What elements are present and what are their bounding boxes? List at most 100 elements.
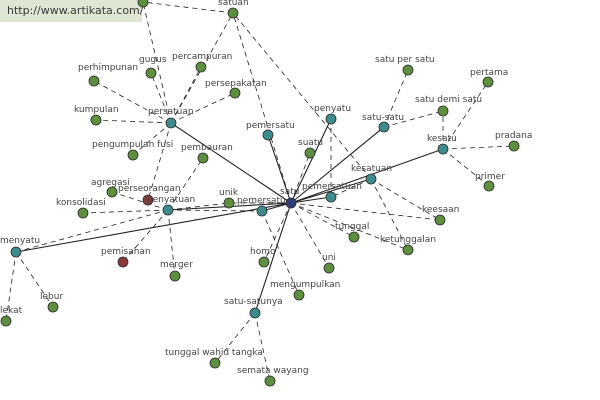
node-label-unik: unik [219,188,239,198]
node-satu-demi-satu[interactable] [437,105,449,117]
node-pertama[interactable] [482,76,494,88]
node-label-satu-satu: satu-satu [362,113,404,123]
node-kesatu[interactable] [437,143,449,155]
edge-satu-uni [290,202,330,269]
node-label-kesatu: kesatu [427,134,457,144]
node-label-perhimpunan: perhimpunan [78,63,138,73]
edge-satu-satu_satunya [254,202,292,314]
node-satu-satunya[interactable] [249,307,261,319]
node-label-lekat: lekat [0,306,23,316]
node-agregasi[interactable] [106,186,118,198]
node-label-satu-satunya: satu-satunya [224,297,283,307]
node-label-pembauran: pembauran [181,143,233,153]
node-label-persatuan: persatuan [148,107,194,117]
node-konsolidasi[interactable] [77,207,89,219]
edge-menyatu-lebur [15,251,54,308]
node-unik[interactable] [223,197,235,209]
node-percampuran[interactable] [195,61,207,73]
node-semata-wayang[interactable] [264,375,276,387]
node-label-konsolidasi: konsolidasi [56,198,106,208]
edge-persatuan-pengumpulan_fusi [132,122,172,156]
node-label-agregasi: agregasi [91,178,130,188]
node-lebur[interactable] [47,301,59,313]
node-tunggal[interactable] [348,231,360,243]
node-label-penyatu: penyatu [314,104,351,114]
node-label-suatu: suatu [298,138,323,148]
node-pemersatu-mid[interactable] [256,205,268,217]
node-pemisahan[interactable] [117,256,129,268]
node-label-pemersatu-mid: pemersatu [237,196,286,206]
node-label-mengumpulkan: mengumpulkan [270,280,340,290]
node-pemersatu-top[interactable] [262,129,274,141]
node-pradana[interactable] [508,140,520,152]
edge-satu_satu-satu_demi_satu [383,110,444,128]
node-ketunggalan[interactable] [402,244,414,256]
edge-kesatuan-keesaan [370,178,441,221]
edge-satu-tunggal [290,202,355,238]
edge-penyatuan-unik [167,202,230,211]
node-penyatu[interactable] [325,113,337,125]
node-perhimpunan[interactable] [88,75,100,87]
node-keesaan[interactable] [434,214,446,226]
node-label-percampuran: percampuran [172,52,232,62]
node-label-merger: merger [160,260,193,270]
node-persatuan[interactable] [165,117,177,129]
edge-penyatuan-merger [167,209,176,277]
node-menyatu[interactable] [10,246,22,258]
edge-persatuan-perseorangan [147,122,172,201]
watermark-banner: http://www.artikata.com/ [0,0,144,22]
node-label-menyatu: menyatu [0,236,40,246]
node-pemersatuan[interactable] [325,191,337,203]
node-label-kumpulan: kumpulan [74,105,119,115]
node-label-gugus: gugus [139,55,167,65]
node-persepakatan[interactable] [229,87,241,99]
node-label-pradana: pradana [495,131,532,141]
node-label-satu-demi-satu: satu demi satu [415,95,482,105]
edge-kesatu-pradana [442,145,515,150]
edge-penyatuan-pemisahan [122,209,169,263]
node-satu-per-satu[interactable] [402,64,414,76]
edge-penyatuan-konsolidasi [82,209,169,214]
node-mengumpulkan[interactable] [293,289,305,301]
node-merger[interactable] [169,270,181,282]
edge-kesatuan-pemersatuan [330,178,372,198]
node-primer[interactable] [483,180,495,192]
node-gugus[interactable] [145,67,157,79]
node-perseorangan[interactable] [142,194,154,206]
edge-satu-ketunggalan [290,202,409,251]
edge-kesatuan-ketunggalan [370,178,409,251]
node-label-perseorangan: perseorangan [118,184,181,194]
node-kesatuan[interactable] [365,173,377,185]
node-label-pemisahan: pemisahan [101,247,151,257]
edge-penyatuan-pemersatu_mid [167,209,263,212]
node-homo[interactable] [258,256,270,268]
node-label-pemersatu-top: pemersatu [246,121,295,131]
node-pembauran[interactable] [197,152,209,164]
node-satu-satu[interactable] [378,121,390,133]
node-label-pertama: pertama [470,68,508,78]
edge-kesatu-pertama [442,81,489,150]
node-penyatuan[interactable] [162,204,174,216]
node-kumpulan[interactable] [90,114,102,126]
nodes-layer [0,0,520,387]
node-satuan[interactable] [227,7,239,19]
edge-satu-pemersatuan [290,196,332,204]
node-suatu[interactable] [304,147,316,159]
edge-pemersatu_mid-mengumpulkan [261,210,300,296]
node-label-satu-per-satu: satu per satu [375,55,435,65]
edge-persatuan-kumpulan [95,119,172,124]
node-pengumpulan-fusi[interactable] [127,149,139,161]
edge-penyatuan-pembauran [167,157,204,211]
node-satu[interactable] [285,197,297,209]
edge-satu-satuan [232,12,292,204]
node-label-ketunggalan: ketunggalan [380,235,436,245]
node-lekat[interactable] [0,315,12,327]
node-label-lebur: lebur [40,292,63,302]
watermark-url: http://www.artikata.com/ [7,4,144,17]
edge-satu_satu-satu_per_satu [383,69,409,128]
node-top-left-stub[interactable] [137,0,149,8]
node-tunggal-wahid-tangka[interactable] [209,357,221,369]
node-uni[interactable] [323,262,335,274]
